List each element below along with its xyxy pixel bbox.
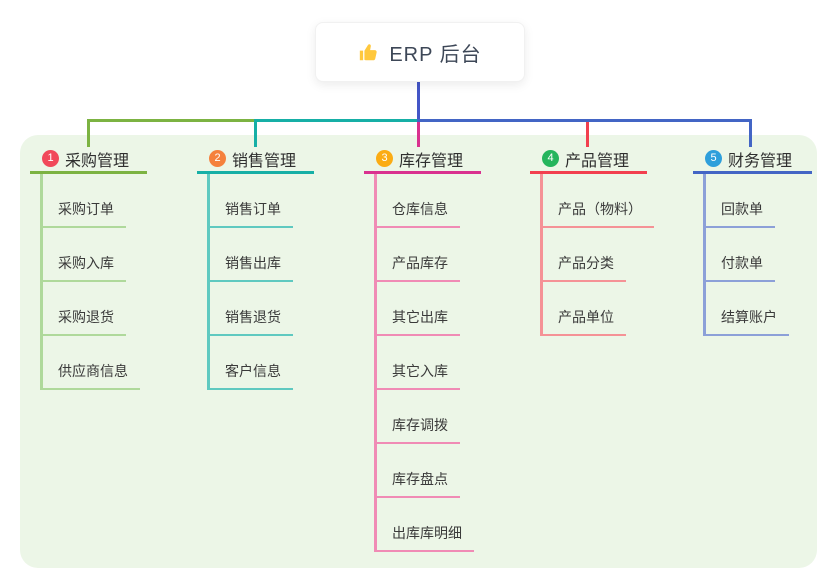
branch-children: 产品（物料） 产品分类 产品单位 <box>540 174 654 336</box>
branch-number-badge: 2 <box>209 150 226 167</box>
child-label: 销售退货 <box>207 307 293 336</box>
branch-children: 销售订单 销售出库 销售退货 客户信息 <box>207 174 314 390</box>
bus-segment-purchase <box>87 119 254 122</box>
child-node[interactable]: 其它入库 <box>374 336 481 390</box>
child-label: 结算账户 <box>703 307 789 336</box>
child-label: 供应商信息 <box>40 361 140 390</box>
branch-number-badge: 3 <box>376 150 393 167</box>
branch-sales: 2 销售管理 销售订单 销售出库 销售退货 客户信息 <box>197 146 314 390</box>
child-label: 销售订单 <box>207 199 293 228</box>
bus-segment-finance <box>417 119 752 122</box>
child-node[interactable]: 产品库存 <box>374 228 481 282</box>
child-label: 付款单 <box>703 253 775 282</box>
child-node[interactable]: 回款单 <box>703 174 812 228</box>
child-label: 产品分类 <box>540 253 626 282</box>
child-label: 产品（物料） <box>540 199 654 228</box>
branch-label: 财务管理 <box>728 152 793 170</box>
child-node[interactable]: 其它出库 <box>374 282 481 336</box>
child-node[interactable]: 销售订单 <box>207 174 314 228</box>
child-label: 客户信息 <box>207 361 293 390</box>
thumbs-up-icon <box>358 41 380 63</box>
drop-line-finance <box>749 122 752 147</box>
child-label: 其它出库 <box>374 307 460 336</box>
branch-children: 采购订单 采购入库 采购退货 供应商信息 <box>40 174 147 390</box>
child-label: 销售出库 <box>207 253 293 282</box>
branch-header-sales[interactable]: 2 销售管理 <box>197 146 314 174</box>
branch-children: 仓库信息 产品库存 其它出库 其它入库 库存调拨 库存盘点 出库库明细 <box>374 174 481 552</box>
branch-inventory: 3 库存管理 仓库信息 产品库存 其它出库 其它入库 库存调拨 库存盘点 出库库… <box>364 146 481 552</box>
drop-line-sales <box>254 122 257 147</box>
child-label: 库存盘点 <box>374 469 460 498</box>
child-node[interactable]: 付款单 <box>703 228 812 282</box>
child-node[interactable]: 客户信息 <box>207 336 314 390</box>
child-node[interactable]: 产品（物料） <box>540 174 654 228</box>
child-node[interactable]: 库存调拨 <box>374 390 481 444</box>
drop-line-purchase <box>87 122 90 147</box>
branch-product: 4 产品管理 产品（物料） 产品分类 产品单位 <box>530 146 654 336</box>
branch-header-product[interactable]: 4 产品管理 <box>530 146 647 174</box>
branch-children: 回款单 付款单 结算账户 <box>703 174 812 336</box>
branch-number-badge: 4 <box>542 150 559 167</box>
child-node[interactable]: 销售出库 <box>207 228 314 282</box>
branch-label: 产品管理 <box>565 152 630 170</box>
child-node[interactable]: 采购订单 <box>40 174 147 228</box>
bus-segment-sales <box>254 119 417 122</box>
child-label: 仓库信息 <box>374 199 460 228</box>
child-node[interactable]: 供应商信息 <box>40 336 147 390</box>
root-connector-line <box>417 82 420 122</box>
child-node[interactable]: 出库库明细 <box>374 498 481 552</box>
child-label: 其它入库 <box>374 361 460 390</box>
drop-line-product <box>586 122 589 147</box>
child-node[interactable]: 仓库信息 <box>374 174 481 228</box>
child-label: 采购订单 <box>40 199 126 228</box>
child-node[interactable]: 结算账户 <box>703 282 812 336</box>
child-label: 采购退货 <box>40 307 126 336</box>
child-node[interactable]: 库存盘点 <box>374 444 481 498</box>
branch-label: 销售管理 <box>232 152 297 170</box>
drop-line-inventory <box>417 122 420 147</box>
child-node[interactable]: 产品分类 <box>540 228 647 282</box>
child-node[interactable]: 销售退货 <box>207 282 314 336</box>
branch-header-purchase[interactable]: 1 采购管理 <box>30 146 147 174</box>
root-title: ERP 后台 <box>389 43 482 66</box>
child-node[interactable]: 产品单位 <box>540 282 647 336</box>
branch-header-inventory[interactable]: 3 库存管理 <box>364 146 481 174</box>
child-label: 回款单 <box>703 199 775 228</box>
child-label: 库存调拨 <box>374 415 460 444</box>
child-label: 产品库存 <box>374 253 460 282</box>
branch-label: 采购管理 <box>65 152 130 170</box>
child-label: 产品单位 <box>540 307 626 336</box>
branch-number-badge: 1 <box>42 150 59 167</box>
child-label: 采购入库 <box>40 253 126 282</box>
branch-header-finance[interactable]: 5 财务管理 <box>693 146 812 174</box>
branch-label: 库存管理 <box>399 152 464 170</box>
child-node[interactable]: 采购入库 <box>40 228 147 282</box>
branch-number-badge: 5 <box>705 150 722 167</box>
branch-finance: 5 财务管理 回款单 付款单 结算账户 <box>693 146 812 336</box>
child-node[interactable]: 采购退货 <box>40 282 147 336</box>
root-node[interactable]: ERP 后台 <box>315 22 525 82</box>
child-label: 出库库明细 <box>374 523 474 552</box>
branch-purchase: 1 采购管理 采购订单 采购入库 采购退货 供应商信息 <box>30 146 147 390</box>
map-background-panel <box>20 135 817 568</box>
